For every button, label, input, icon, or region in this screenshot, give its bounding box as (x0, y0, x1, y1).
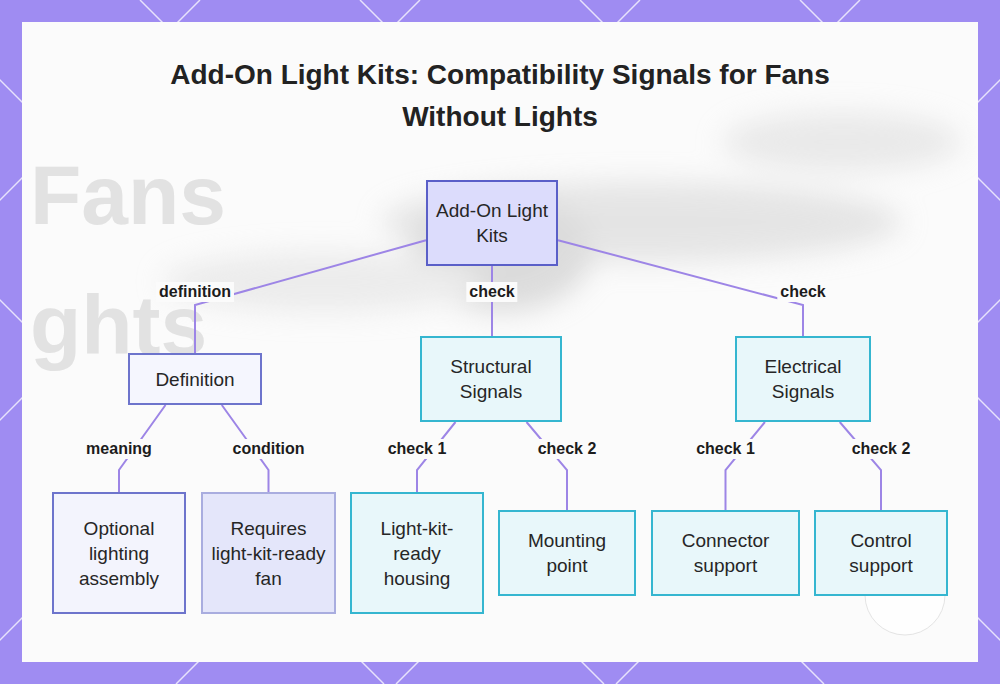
connector-line (840, 422, 881, 510)
leaf-box: Light-kit-ready housing (350, 492, 484, 614)
node-text: Connector support (659, 528, 792, 578)
leaf-box: Requires light-kit-ready fan (201, 492, 336, 614)
node-text: Requires light-kit-ready fan (209, 516, 328, 591)
connector-line (558, 240, 803, 336)
edge-label: check (777, 282, 828, 302)
edge-label: check 2 (849, 439, 914, 459)
edge-label: condition (230, 439, 308, 459)
node-text: Electrical Signals (743, 354, 863, 404)
leaf-box: Optional lighting assembly (52, 492, 186, 614)
node-text: Add-On Light Kits (434, 198, 550, 248)
edge-label: meaning (83, 439, 155, 459)
node-text: Mounting point (506, 528, 628, 578)
category-box: Electrical Signals (735, 336, 871, 422)
node-text: Structural Signals (428, 354, 554, 404)
edge-label: check 1 (693, 439, 758, 459)
node-text: Control support (822, 528, 940, 578)
edge-label: check 1 (385, 439, 450, 459)
category-box: Structural Signals (420, 336, 562, 422)
leaf-box: Connector support (651, 510, 800, 596)
diagram-title: Add-On Light Kits: Compatibility Signals… (150, 54, 850, 138)
root-box: Add-On Light Kits (426, 180, 558, 266)
edge-label: check (466, 282, 517, 302)
node-text: Definition (155, 367, 234, 392)
node-text: Optional lighting assembly (60, 516, 178, 591)
watermark-text: Fans (30, 150, 226, 240)
leaf-box: Mounting point (498, 510, 636, 596)
leaf-box: Control support (814, 510, 948, 596)
edge-label: check 2 (535, 439, 600, 459)
edge-label: definition (156, 282, 234, 302)
connector-line (726, 422, 765, 510)
node-text: Light-kit-ready housing (358, 516, 476, 591)
category-box: Definition (128, 353, 262, 405)
connector-line (527, 422, 568, 510)
